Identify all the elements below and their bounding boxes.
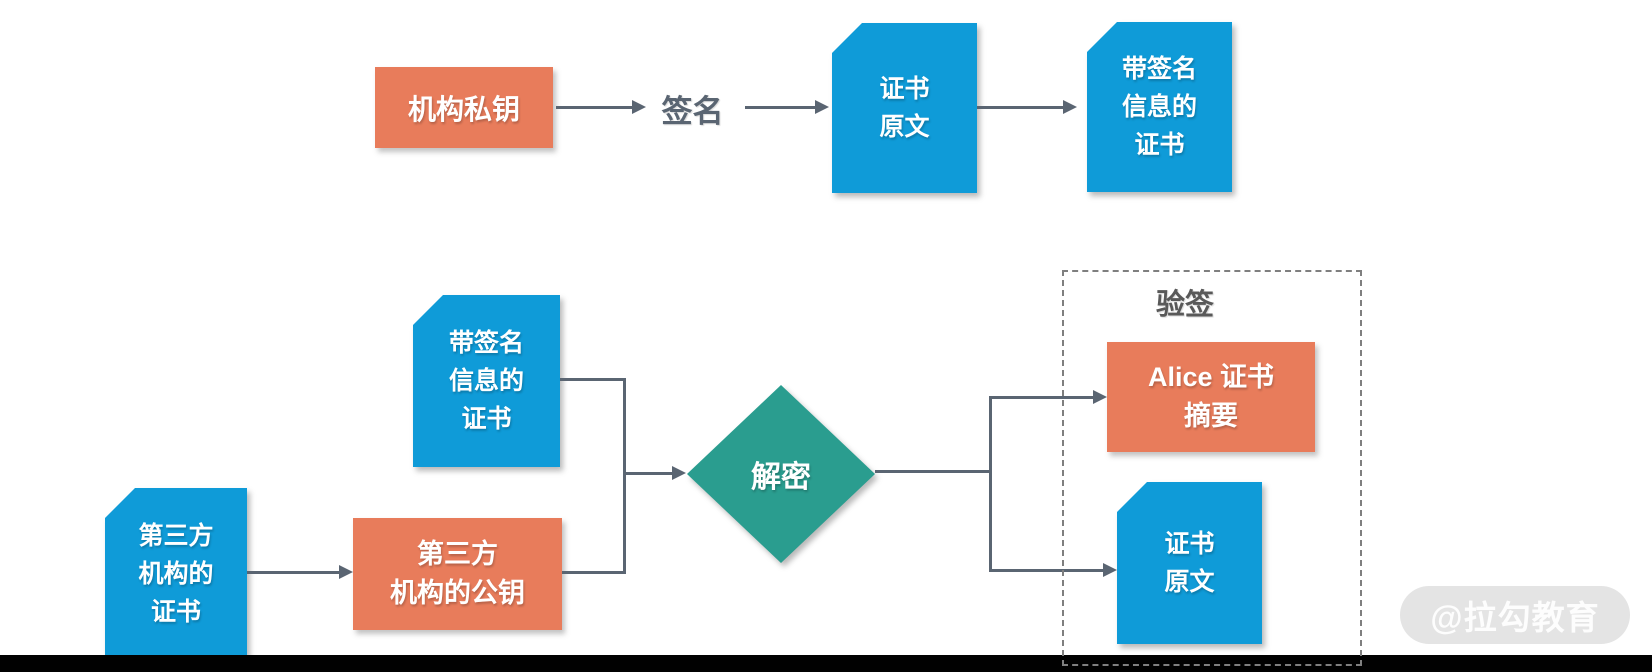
connector-line [992,569,1103,572]
alice-cert-digest-box: Alice 证书 摘要 [1107,342,1315,452]
verify-box-title: 验签 [1155,289,1214,321]
third-party-cert-label: 第三方 机构的 证书 [138,522,214,626]
connector-line [560,378,626,381]
signed-cert-doc-mid: 带签名 信息的 证书 [413,295,560,467]
alice-cert-digest-label: Alice 证书 摘要 [1147,362,1275,431]
arrow-right-icon [1063,100,1077,114]
arrow-right-icon [815,100,829,114]
org-private-key-label: 机构私钥 [407,93,520,125]
connector-line [977,106,1063,109]
document-shape: 带签名 信息的 证书 [1087,22,1232,192]
signed-cert-doc-top: 带签名 信息的 证书 [1087,22,1232,192]
connector-line [992,396,1093,399]
third-party-cert-doc: 第三方 机构的 证书 [105,488,247,660]
connector-line [247,571,339,574]
connector-line [989,396,992,572]
connector-line [875,470,992,473]
signed-cert-label: 带签名 信息的 证书 [448,329,524,433]
cert-original-doc-top: 证书 原文 [832,23,977,193]
diamond-shape: 解密 [687,385,875,563]
arrow-right-icon [1093,390,1107,404]
connector-line [626,472,672,475]
cert-original-label: 证书 原文 [1164,530,1215,596]
document-shape: 证书 原文 [832,23,977,193]
arrow-right-icon [1103,563,1117,577]
third-party-public-key-box: 第三方 机构的公钥 [353,518,562,630]
arrow-right-icon [632,100,646,114]
watermark-badge: @拉勾教育 [1400,586,1630,644]
cert-original-doc-right: 证书 原文 [1117,482,1262,644]
decrypt-label: 解密 [751,461,811,494]
connector-line [623,378,626,574]
third-party-public-key-label: 第三方 机构的公钥 [390,539,525,608]
document-shape: 带签名 信息的 证书 [413,295,560,467]
signed-cert-label: 带签名 信息的 证书 [1121,55,1197,159]
connector-line [745,106,815,109]
sign-arrow-label: 签名 [661,94,724,129]
document-shape: 证书 原文 [1117,482,1262,644]
arrow-right-icon [339,565,353,579]
connector-line [556,106,632,109]
decrypt-diamond: 解密 [687,385,875,563]
document-shape: 第三方 机构的 证书 [105,488,247,660]
cert-original-label: 证书 原文 [879,75,930,141]
verify-dashed-box [1062,270,1362,666]
connector-line [562,571,623,574]
arrow-right-icon [672,466,686,480]
bottom-black-bar [0,655,1652,672]
org-private-key-box: 机构私钥 [375,67,553,148]
